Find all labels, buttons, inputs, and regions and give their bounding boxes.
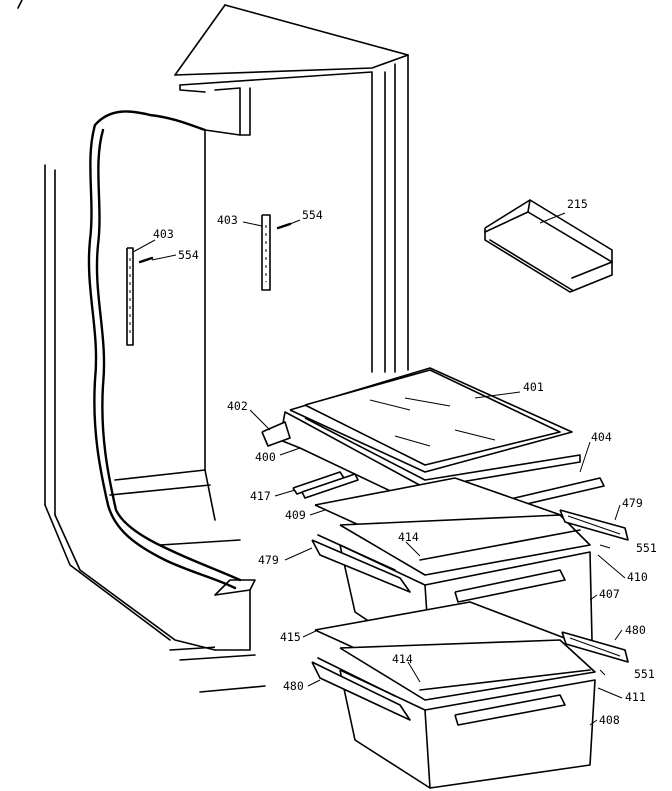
callout-407: 407 [599,587,620,601]
callout-404: 404 [591,430,612,444]
callout-480-right: 480 [625,623,646,637]
callout-417: 417 [250,489,271,503]
leader-lines [132,212,626,726]
drawer-408 [339,669,596,789]
slide-480-left [311,657,411,721]
callout-411: 411 [625,690,646,704]
callout-414-lower: 414 [392,652,413,666]
callout-410: 410 [627,570,648,584]
callout-479-left: 479 [258,553,279,567]
callout-labels: 215 554 554 403 403 401 402 400 404 417 … [153,197,657,727]
callout-403-left: 403 [153,227,174,241]
cabinet [17,0,409,693]
rail-417 [292,471,359,499]
callout-400: 400 [255,450,276,464]
callout-554-right: 554 [302,208,323,222]
crisper-frame-414-upper [339,514,591,576]
callout-408: 408 [599,713,620,727]
callout-414-upper: 414 [398,530,419,544]
callout-415: 415 [280,630,301,644]
callout-401: 401 [523,380,544,394]
callout-480-left: 480 [283,679,304,693]
screw-554-right [276,222,292,230]
callout-479-right: 479 [622,496,643,510]
callout-551-lower: 551 [634,667,655,681]
slide-479-right [559,509,629,541]
callout-551-upper: 551 [636,541,657,555]
callout-402: 402 [227,399,248,413]
glass-shelf-401 [289,367,573,473]
callout-554-left: 554 [178,248,199,262]
bin-215 [484,199,613,293]
crisper-frame-414-lower [339,639,596,701]
slide-480-right [561,631,629,663]
callout-409: 409 [285,508,306,522]
bracket-402 [261,421,291,447]
callout-215: 215 [567,197,588,211]
slide-479-left [311,534,411,593]
screw-554-left [138,256,154,264]
callout-403-right: 403 [217,213,238,227]
